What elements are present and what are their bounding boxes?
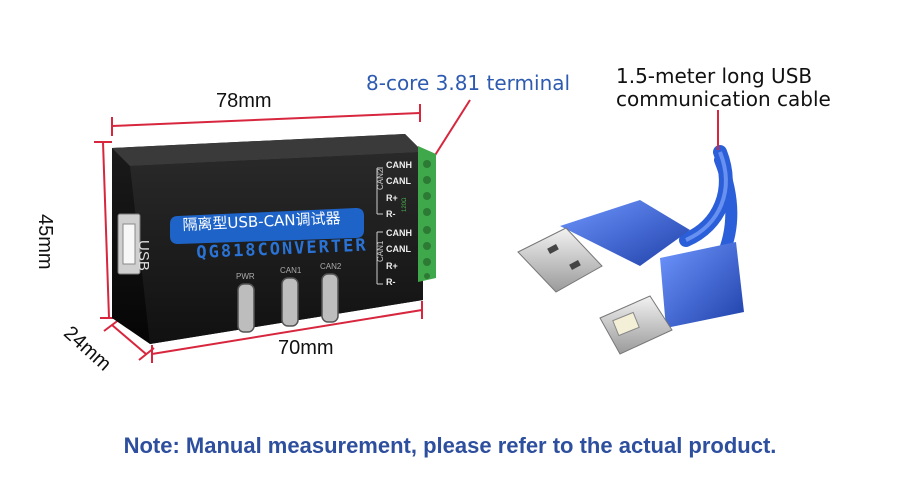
can2-group-label: CAN2: [376, 168, 385, 190]
led-pwr: [237, 283, 255, 333]
usb-cable: [517, 145, 744, 355]
cable-callout-line1: 1.5-meter long USB: [616, 64, 813, 88]
disclaimer-note: Note: Manual measurement, please refer t…: [123, 433, 777, 458]
pin-label-can1-canh: CANH: [386, 228, 412, 238]
pin-label-can1-canl: CANL: [386, 244, 411, 254]
led-label-pwr: PWR: [236, 272, 255, 281]
terminal-block: [418, 146, 436, 282]
led-can2: [321, 273, 339, 323]
pin-label-can2-rm: R-: [386, 209, 396, 219]
led-label-can2: CAN2: [320, 262, 342, 271]
pin-label-can2-rp: R+: [386, 193, 398, 203]
banner-bg: [170, 208, 364, 244]
device-usb-label: USB: [135, 240, 152, 271]
resistor-note-can2: 120Ω: [402, 197, 408, 213]
cable-callout-line2: communication cable: [616, 87, 831, 111]
can1-group-label: CAN1: [376, 240, 385, 262]
led-group: [237, 273, 339, 333]
led-can1: [281, 277, 299, 327]
device-model-number: QG818: [196, 240, 259, 263]
dimension-length-top: 78mm: [216, 90, 272, 112]
pin-label-can1-rm: R-: [386, 277, 396, 287]
led-label-can1: CAN1: [280, 266, 302, 275]
terminal-callout: 8-core 3.81 terminal: [366, 71, 571, 95]
pin-label-can2-canh: CANH: [386, 160, 412, 170]
pin-label-can2-canl: CANL: [386, 176, 411, 186]
pin-label-can1-rp: R+: [386, 261, 398, 271]
dimension-length-bottom: 70mm: [278, 337, 334, 359]
